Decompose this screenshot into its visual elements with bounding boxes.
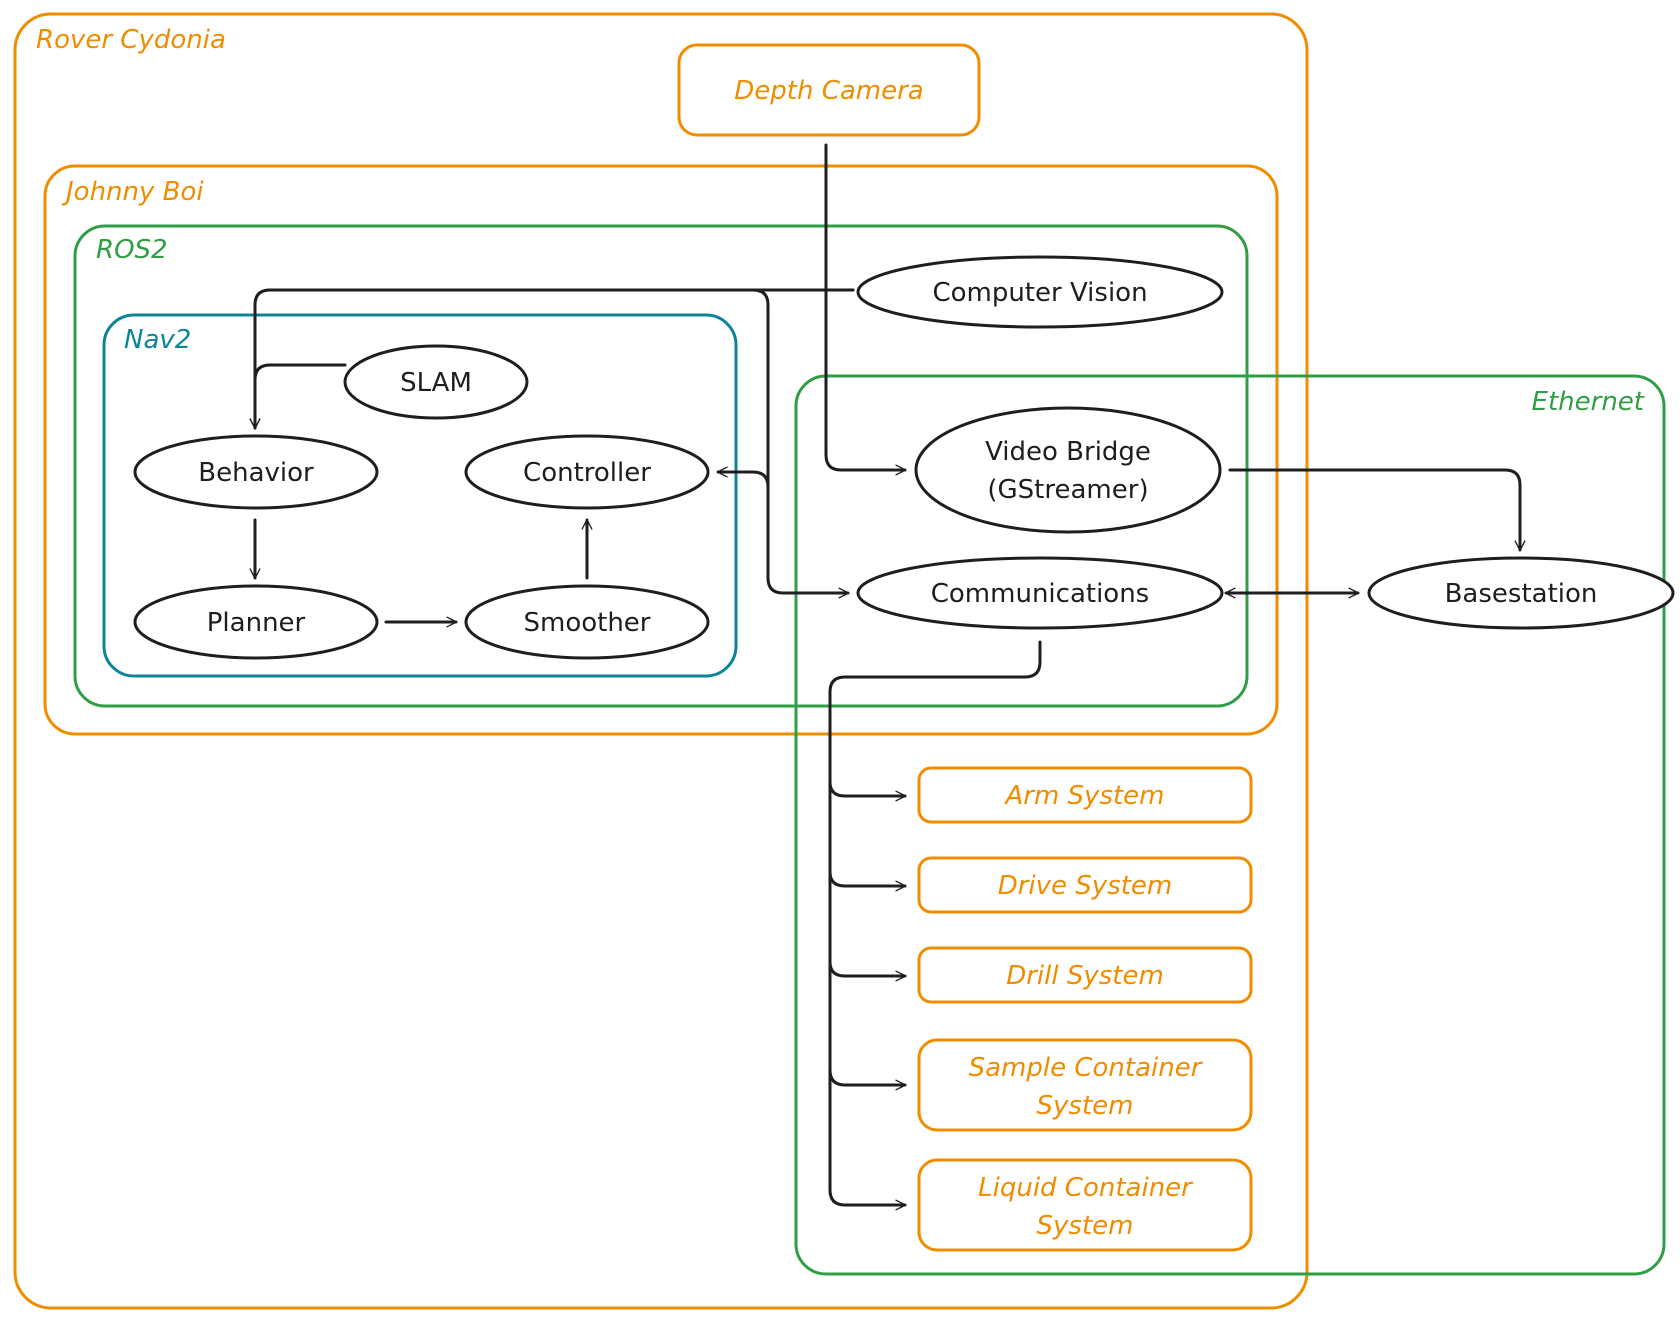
basestation-label: Basestation	[1445, 579, 1598, 609]
sample-container-label-line1: Sample Container	[969, 1053, 1204, 1083]
arm-system-node	[917, 766, 1253, 824]
depth-camera-node	[677, 43, 981, 137]
communications-label: Communications	[931, 579, 1149, 609]
edge-bus-drive-system	[828, 870, 907, 892]
rover-cydonia-label: Rover Cydonia	[36, 25, 226, 55]
edge-bus-arm-system	[828, 780, 907, 802]
edge-bus-drill-system	[828, 960, 907, 982]
edge-bus-sample-container	[828, 1068, 907, 1091]
planner-label: Planner	[207, 608, 306, 638]
liquid-container-label-line2: System	[1037, 1211, 1134, 1241]
edge-slam-behavior	[249, 363, 347, 430]
basestation-node	[1367, 556, 1675, 630]
drill-system-label: Drill System	[1006, 961, 1164, 991]
ethernet-label: Ethernet	[1532, 387, 1645, 417]
behavior-node	[133, 434, 379, 510]
ethernet-group	[794, 374, 1666, 1276]
edge-communications-bus	[828, 640, 1042, 1211]
behavior-label: Behavior	[198, 458, 314, 488]
slam-node	[343, 344, 529, 420]
drive-system-node	[917, 856, 1253, 914]
ros2-group	[73, 224, 1249, 708]
liquid-container-node	[917, 1158, 1253, 1252]
edge-video-bridge-basestation	[1228, 468, 1526, 552]
sample-container-label-line2: System	[1037, 1091, 1134, 1121]
communications-node	[856, 556, 1224, 630]
video-bridge-node	[914, 406, 1222, 534]
drive-system-label: Drive System	[998, 871, 1173, 901]
liquid-container-label-line1: Liquid Container	[978, 1173, 1194, 1203]
depth-camera-label: Depth Camera	[734, 76, 924, 106]
smoother-node	[464, 584, 710, 660]
controller-label: Controller	[523, 458, 651, 488]
rover-cydonia-group	[13, 12, 1309, 1310]
video-bridge-label-line2: (GStreamer)	[987, 475, 1148, 505]
johnny-boi-label: Johnny Boi	[61, 177, 204, 207]
edge-computer-vision-communications	[751, 288, 855, 580]
ros2-label: ROS2	[96, 235, 168, 265]
sample-container-node	[917, 1038, 1253, 1132]
nav2-label: Nav2	[124, 325, 191, 355]
slam-label: SLAM	[400, 368, 472, 398]
computer-vision-node	[856, 255, 1224, 329]
video-bridge-label-line1: Video Bridge	[985, 437, 1151, 467]
planner-node	[133, 584, 379, 660]
johnny-boi-group	[43, 164, 1279, 736]
controller-node	[464, 434, 710, 510]
smoother-label: Smoother	[523, 608, 650, 638]
edge-computer-vision-behavior	[249, 288, 855, 430]
computer-vision-label: Computer Vision	[932, 278, 1147, 308]
arm-system-label: Arm System	[1003, 781, 1164, 811]
drill-system-node	[917, 946, 1253, 1004]
